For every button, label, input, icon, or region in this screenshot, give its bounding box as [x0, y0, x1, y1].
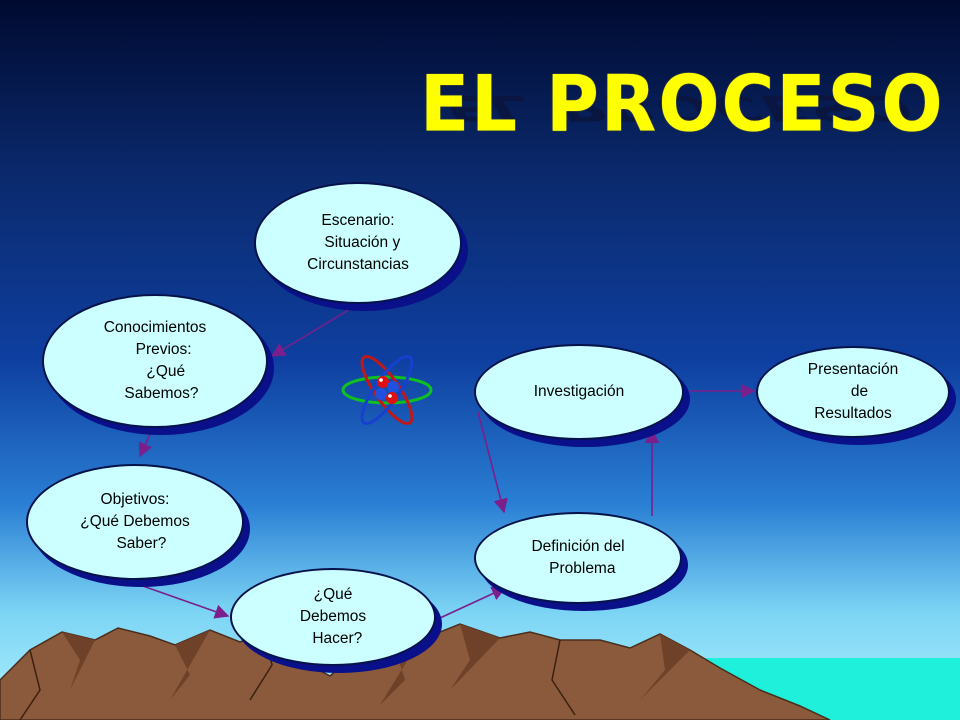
node-objetivos-label: Objetivos: ¿Qué Debemos Saber? — [80, 491, 190, 552]
node-escenario-label: Escenario: Situación y Circunstancias — [307, 212, 409, 273]
node-presentacion-label: Presentación de Resultados — [807, 361, 899, 422]
node-definicion-label: Definición del Problema — [531, 538, 625, 577]
node-conocimientos: Conocimientos Previos: ¿Qué Sabemos? — [42, 294, 268, 428]
node-hacer-label: ¿Qué Debemos Hacer? — [299, 586, 367, 647]
node-objetivos: Objetivos: ¿Qué Debemos Saber? — [26, 464, 244, 580]
node-investigacion-label: Investigación — [533, 383, 625, 400]
arrow-conocimientos-objetivos — [138, 429, 153, 458]
arrow-objetivos-hacer — [139, 584, 230, 619]
node-definicion: Definición del Problema — [474, 512, 682, 604]
arrow-hacer-definicion — [439, 586, 507, 619]
node-escenario: Escenario: Situación y Circunstancias — [254, 182, 462, 304]
node-conocimientos-label: Conocimientos Previos: ¿Qué Sabemos? — [103, 319, 207, 402]
arrow-escenario-conocimientos — [270, 307, 353, 357]
arrow-investigacion-definicion — [477, 411, 508, 514]
atom-icon — [341, 355, 433, 425]
node-investigacion: Investigación — [474, 344, 684, 440]
node-hacer: ¿Qué Debemos Hacer? — [230, 568, 436, 666]
slide-title: EL PROCESO — [420, 58, 945, 149]
node-presentacion: Presentación de Resultados — [756, 346, 950, 438]
